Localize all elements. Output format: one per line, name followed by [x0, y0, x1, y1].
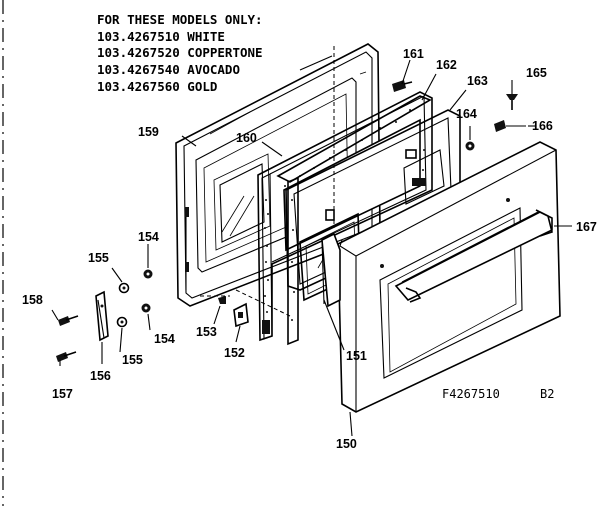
leader-lines: [51, 59, 572, 437]
callout-159: 159: [138, 125, 159, 139]
callout-156: 156: [90, 369, 111, 383]
alignment-line: [235, 289, 291, 317]
part-165-screw: [506, 94, 518, 110]
part-152-clip: [233, 302, 249, 328]
model-coppertone: 103.4267520 COPPERTONE: [97, 45, 263, 60]
callout-158: 158: [22, 293, 43, 307]
part-158-screw: [58, 315, 79, 326]
model-white: 103.4267510 WHITE: [97, 29, 225, 44]
callout-157: 157: [52, 387, 73, 401]
callout-155-bottom: 155: [122, 353, 143, 367]
callout-153: 153: [196, 325, 217, 339]
callout-165: 165: [526, 66, 547, 80]
callout-151: 151: [346, 349, 367, 363]
drawing-code: F4267510: [442, 387, 500, 401]
part-150-outer-door: [321, 141, 561, 413]
callout-152: 152: [224, 346, 245, 360]
part-162-gasket: [276, 95, 432, 346]
callout-162: 162: [436, 58, 457, 72]
part-153-screw: [218, 296, 226, 304]
part-161-screw: [392, 80, 413, 92]
callout-163: 163: [467, 74, 488, 88]
callout-167: 167: [576, 220, 597, 234]
drawing-revision: B2: [540, 387, 554, 401]
callout-166: 166: [532, 119, 553, 133]
part-166-screw: [494, 120, 526, 132]
callout-164: 164: [456, 107, 477, 121]
callout-154-bottom: 154: [154, 332, 175, 346]
callout-150: 150: [336, 437, 357, 451]
model-avocado: 103.4267540 AVOCADO: [97, 62, 240, 77]
callout-161: 161: [403, 47, 424, 61]
part-157-screw: [56, 351, 77, 362]
model-gold: 103.4267560 GOLD: [97, 79, 217, 94]
callout-154-top: 154: [138, 230, 159, 244]
part-156-hinge-bracket: [95, 290, 109, 342]
callout-155-top: 155: [88, 251, 109, 265]
callout-160: 160: [236, 131, 257, 145]
models-heading: FOR THESE MODELS ONLY:: [97, 12, 263, 27]
